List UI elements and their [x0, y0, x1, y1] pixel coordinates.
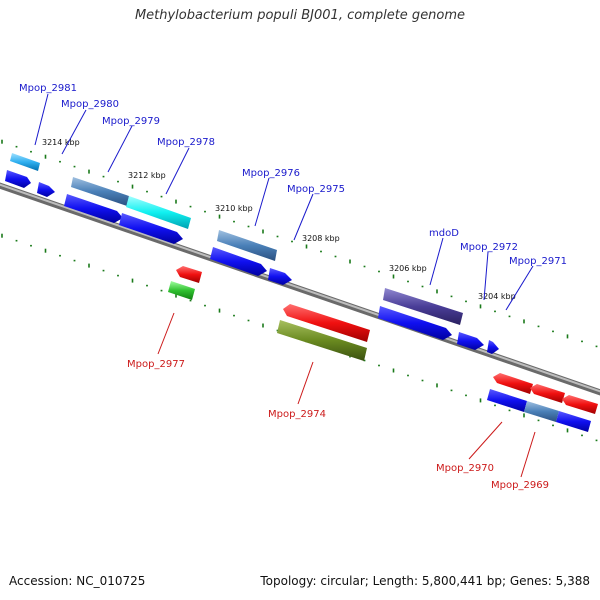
scale-label-3212: 3212 kbp: [128, 171, 166, 180]
gene-bar-mdod[interactable]: [383, 288, 463, 325]
gene-bar-mpop-2969[interactable]: [556, 411, 591, 432]
scale-label-3206: 3206 kbp: [389, 264, 427, 273]
gene-bar-mpop-2976[interactable]: [217, 230, 277, 261]
leader-line-mpop-2971: [505, 265, 534, 311]
upper-tick-track: [1, 139, 598, 348]
gene-arrow-mpop-2981[interactable]: [5, 170, 31, 188]
scale-label-3214: 3214 kbp: [42, 138, 80, 147]
gene-label-mpop-2976[interactable]: Mpop_2976: [242, 168, 300, 179]
gene-bar-mpop-2979[interactable]: [71, 177, 129, 206]
leader-line-mpop-2974: [297, 361, 314, 405]
leader-line-mpop-2969: [520, 431, 536, 478]
leader-line-mpop-2970: [468, 421, 503, 460]
gene-bar-mpop-2970[interactable]: [487, 389, 527, 412]
gene-bar-mpop-2970-mid[interactable]: [524, 401, 559, 422]
gene-arrow-mpop-2969[interactable]: [562, 395, 598, 414]
leader-line-mpop-2981: [34, 93, 49, 146]
genome-backbone-highlight: [0, 183, 600, 393]
gene-arrow-mpop-2976[interactable]: [210, 247, 267, 276]
gene-label-mpop-2978[interactable]: Mpop_2978: [157, 137, 215, 148]
gene-arrow-mpop-2970[interactable]: [493, 373, 533, 394]
leader-line-mpop-2976: [254, 177, 270, 227]
gene-label-mpop-2969[interactable]: Mpop_2969: [491, 480, 549, 491]
genome-title: Methylobacterium populi BJ001, complete …: [134, 8, 466, 23]
gene-bar-mpop-2981[interactable]: [10, 153, 40, 171]
gene-bar-mpop-2977[interactable]: [168, 281, 195, 300]
leader-line-mdod: [429, 237, 444, 286]
genome-summary-text: Topology: circular; Length: 5,800,441 bp…: [260, 574, 590, 588]
gene-label-mdod[interactable]: mdoD: [429, 228, 459, 239]
gene-bar-mpop-2978[interactable]: [126, 196, 191, 229]
scale-label-3204: 3204 kbp: [478, 292, 516, 301]
gene-arrow-mdod[interactable]: [378, 306, 452, 340]
gene-label-mpop-2975[interactable]: Mpop_2975: [287, 184, 345, 195]
gene-bar-mpop-2974[interactable]: [277, 320, 367, 361]
gene-arrow-mpop-2974[interactable]: [283, 304, 370, 342]
leader-line-mpop-2972: [483, 251, 489, 301]
gene-arrow-mpop-2978[interactable]: [119, 213, 183, 244]
gene-arrow-mpop-2969-upper[interactable]: [530, 384, 565, 403]
gene-label-mpop-2974[interactable]: Mpop_2974: [268, 409, 326, 420]
gene-label-mpop-2971[interactable]: Mpop_2971: [509, 256, 567, 267]
gene-label-mpop-2970[interactable]: Mpop_2970: [436, 463, 494, 474]
leader-line-mpop-2977: [157, 312, 175, 355]
leader-line-mpop-2975: [293, 193, 314, 241]
gene-arrow-mpop-2977[interactable]: [176, 266, 202, 283]
gene-label-mpop-2972[interactable]: Mpop_2972: [460, 242, 518, 253]
gene-label-mpop-2981[interactable]: Mpop_2981: [19, 83, 77, 94]
gene-arrow-mpop-2972[interactable]: [457, 332, 484, 350]
gene-arrow-mpop-2971[interactable]: [487, 340, 499, 354]
gene-label-mpop-2977[interactable]: Mpop_2977: [127, 359, 185, 370]
accession-text: Accession: NC_010725: [9, 574, 146, 588]
scale-label-3210: 3210 kbp: [215, 204, 253, 213]
leader-line-mpop-2980: [61, 109, 87, 155]
gene-label-mpop-2980[interactable]: Mpop_2980: [61, 99, 119, 110]
gene-arrow-mpop-2980[interactable]: [37, 182, 55, 197]
gene-label-mpop-2979[interactable]: Mpop_2979: [102, 116, 160, 127]
leader-line-mpop-2979: [107, 125, 133, 173]
leader-line-mpop-2978: [165, 147, 190, 195]
gene-arrow-mpop-2979[interactable]: [64, 194, 123, 223]
scale-label-3208: 3208 kbp: [302, 234, 340, 243]
gene-arrow-mpop-2975[interactable]: [268, 268, 292, 285]
